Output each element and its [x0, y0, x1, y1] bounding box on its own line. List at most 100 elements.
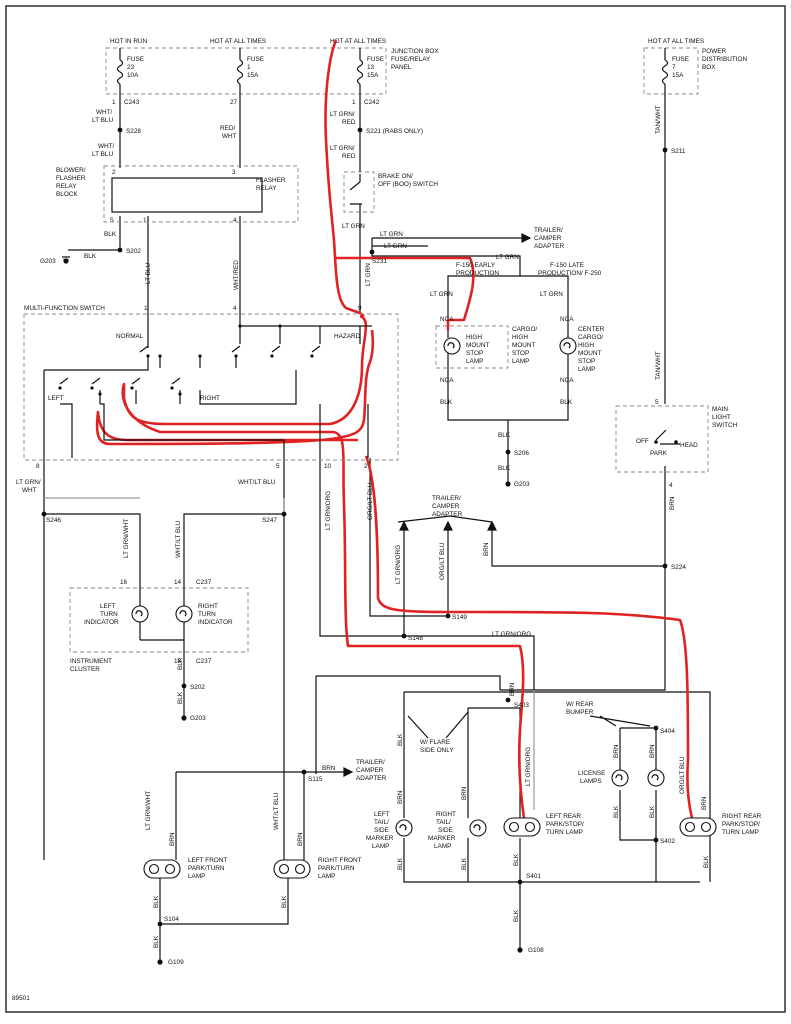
wire-label: ORG/LT BLU — [367, 482, 374, 520]
wire-label: LT GRN — [496, 254, 519, 261]
pin-label: 8 — [36, 463, 40, 470]
wire-label: WHT/RED — [233, 260, 240, 290]
wire-label: NCA — [440, 316, 454, 323]
trailer-adapter-mid: TRAILER/ CAMPER ADAPTER — [397, 495, 497, 531]
flasher-relay-labels: BLOWER/ FLASHER RELAY BLOCK FLASHER RELA… — [56, 167, 286, 198]
splice-label: S211 — [671, 148, 686, 155]
component-label: INDICATOR — [198, 619, 233, 626]
wire-label: WHT/ — [98, 143, 115, 150]
pin-label: 4 — [233, 305, 237, 312]
main-light-switch-labels: MAIN LIGHT SWITCH OFF PARK HEAD — [636, 406, 738, 457]
wire-label: BRN — [297, 832, 304, 846]
component-label: SIDE — [438, 827, 453, 834]
splice-label: S202 — [190, 684, 205, 691]
wire-label: NCA — [440, 377, 454, 384]
splice-label: S104 — [164, 916, 179, 923]
wire-label: WHT — [222, 133, 237, 140]
pin-label: 14 — [174, 579, 182, 586]
connector-labels: 1 C243 27 1 C242 2 3 5 1 4 1 4 9 8 5 10 … — [36, 99, 673, 665]
component-label: CAMPER — [356, 767, 384, 774]
component-label: STOP — [512, 350, 529, 357]
fuse-label: 1 — [247, 64, 251, 71]
connector-label: C237 — [196, 579, 212, 586]
fuse-23: FUSE 23 10A — [116, 48, 144, 96]
center-hmsl-lamp — [559, 337, 577, 355]
component-label: ADAPTER — [534, 243, 565, 250]
component-label: LAMP — [466, 358, 483, 365]
component-label: RIGHT FRONT — [318, 857, 362, 864]
pin-label: 15 — [174, 658, 182, 665]
fuse-label: FUSE — [127, 56, 144, 63]
component-label: HIGH — [512, 334, 528, 341]
wire-label: BLK — [153, 935, 160, 948]
fuse-label: 10A — [127, 72, 139, 79]
wire-label: BLK — [177, 691, 184, 704]
component-label: CARGO/ — [512, 326, 537, 333]
switch-position-label: LEFT — [48, 395, 64, 402]
switch-position-label: HEAD — [680, 442, 698, 449]
wire-label: BLK — [104, 231, 117, 238]
left-rear-park-stop-turn-lamp: LEFT REAR PARK/STOP/ TURN LAMP — [503, 813, 584, 837]
junction-box-outline — [105, 47, 387, 95]
wire-label: BRN — [669, 496, 676, 510]
ground-label: G203 — [40, 258, 56, 265]
fuse-label: FUSE — [247, 56, 264, 63]
wire-label: BLK — [440, 399, 453, 406]
component-label: SIDE — [374, 827, 389, 834]
right-turn-indicator — [175, 580, 193, 640]
wire-label: BLK — [513, 853, 520, 866]
pin-label: 1 — [144, 305, 148, 312]
flasher-relay-block-outline — [103, 165, 299, 223]
wire-label: LT BLU — [92, 117, 113, 124]
main-light-switch-contacts — [655, 429, 680, 445]
splice-label: S401 — [526, 873, 541, 880]
instrument-cluster-outline — [69, 587, 249, 653]
wire-label: LT GRN — [540, 291, 563, 298]
wire-label: BLK — [84, 253, 97, 260]
splice-label: S221 (RABS ONLY) — [366, 128, 423, 135]
pin-label: 5 — [110, 217, 114, 224]
component-label: RIGHT REAR — [722, 813, 762, 820]
component-label: PARK/STOP/ — [546, 821, 584, 828]
wire-label: RED — [342, 153, 356, 160]
component-label: TAIL/ — [436, 819, 451, 826]
splice-label: S246 — [46, 517, 61, 524]
component-label: LEFT REAR — [546, 813, 581, 820]
license-lamps: LICENSE LAMPS — [578, 769, 665, 787]
fuse-label: 7 — [672, 64, 676, 71]
wire-label: BLK — [498, 465, 511, 472]
wire-label: LT GRN/ORG — [395, 545, 402, 584]
left-tail-side-marker-lamp: LEFT TAIL/ SIDE MARKER LAMP — [366, 811, 413, 850]
component-label: RELAY — [56, 183, 77, 190]
component-label: MOUNT — [578, 350, 602, 357]
component-label: W/ REAR — [566, 701, 594, 708]
component-label: LICENSE — [578, 770, 605, 777]
component-label: BRAKE ON/ — [378, 173, 413, 180]
pdb-label-line: BOX — [702, 64, 716, 71]
pin-label: 2 — [364, 463, 368, 470]
switch-position-label: HAZARD — [334, 333, 361, 340]
wire-label: LT GRN/ — [16, 479, 41, 486]
component-label: BUMPER — [566, 709, 594, 716]
component-label: LAMPS — [580, 778, 602, 785]
component-label: LAMP — [188, 873, 205, 880]
wire-label: BLK — [513, 909, 520, 922]
fuse-label: 15A — [367, 72, 379, 79]
wire-label: WHT/LT BLU — [238, 479, 276, 486]
splice-labels: S228 S221 (RABS ONLY) S202 S231 S211 S20… — [46, 128, 686, 923]
component-label: F-150 LATE — [550, 262, 584, 269]
pdb-label-line: DISTRIBUTION — [702, 56, 747, 63]
multi-function-switch-outline — [23, 313, 399, 461]
flare-side-label: W/ FLARE SIDE ONLY — [407, 711, 469, 754]
component-label: CAMPER — [432, 503, 460, 510]
splice-label: S403 — [514, 702, 529, 709]
component-label: PARK/TURN — [318, 865, 355, 872]
wire-label: BRN — [701, 796, 708, 810]
wire-label: TAN/WHT — [655, 351, 662, 380]
wire-label: WHT/LT BLU — [273, 792, 280, 830]
wire-label: BLK — [703, 855, 710, 868]
component-label: W/ FLARE — [420, 739, 450, 746]
hot-at-all-times-label: HOT AT ALL TIMES — [210, 38, 266, 45]
main-light-switch-outline — [615, 405, 709, 473]
pin-label: 4 — [233, 217, 237, 224]
